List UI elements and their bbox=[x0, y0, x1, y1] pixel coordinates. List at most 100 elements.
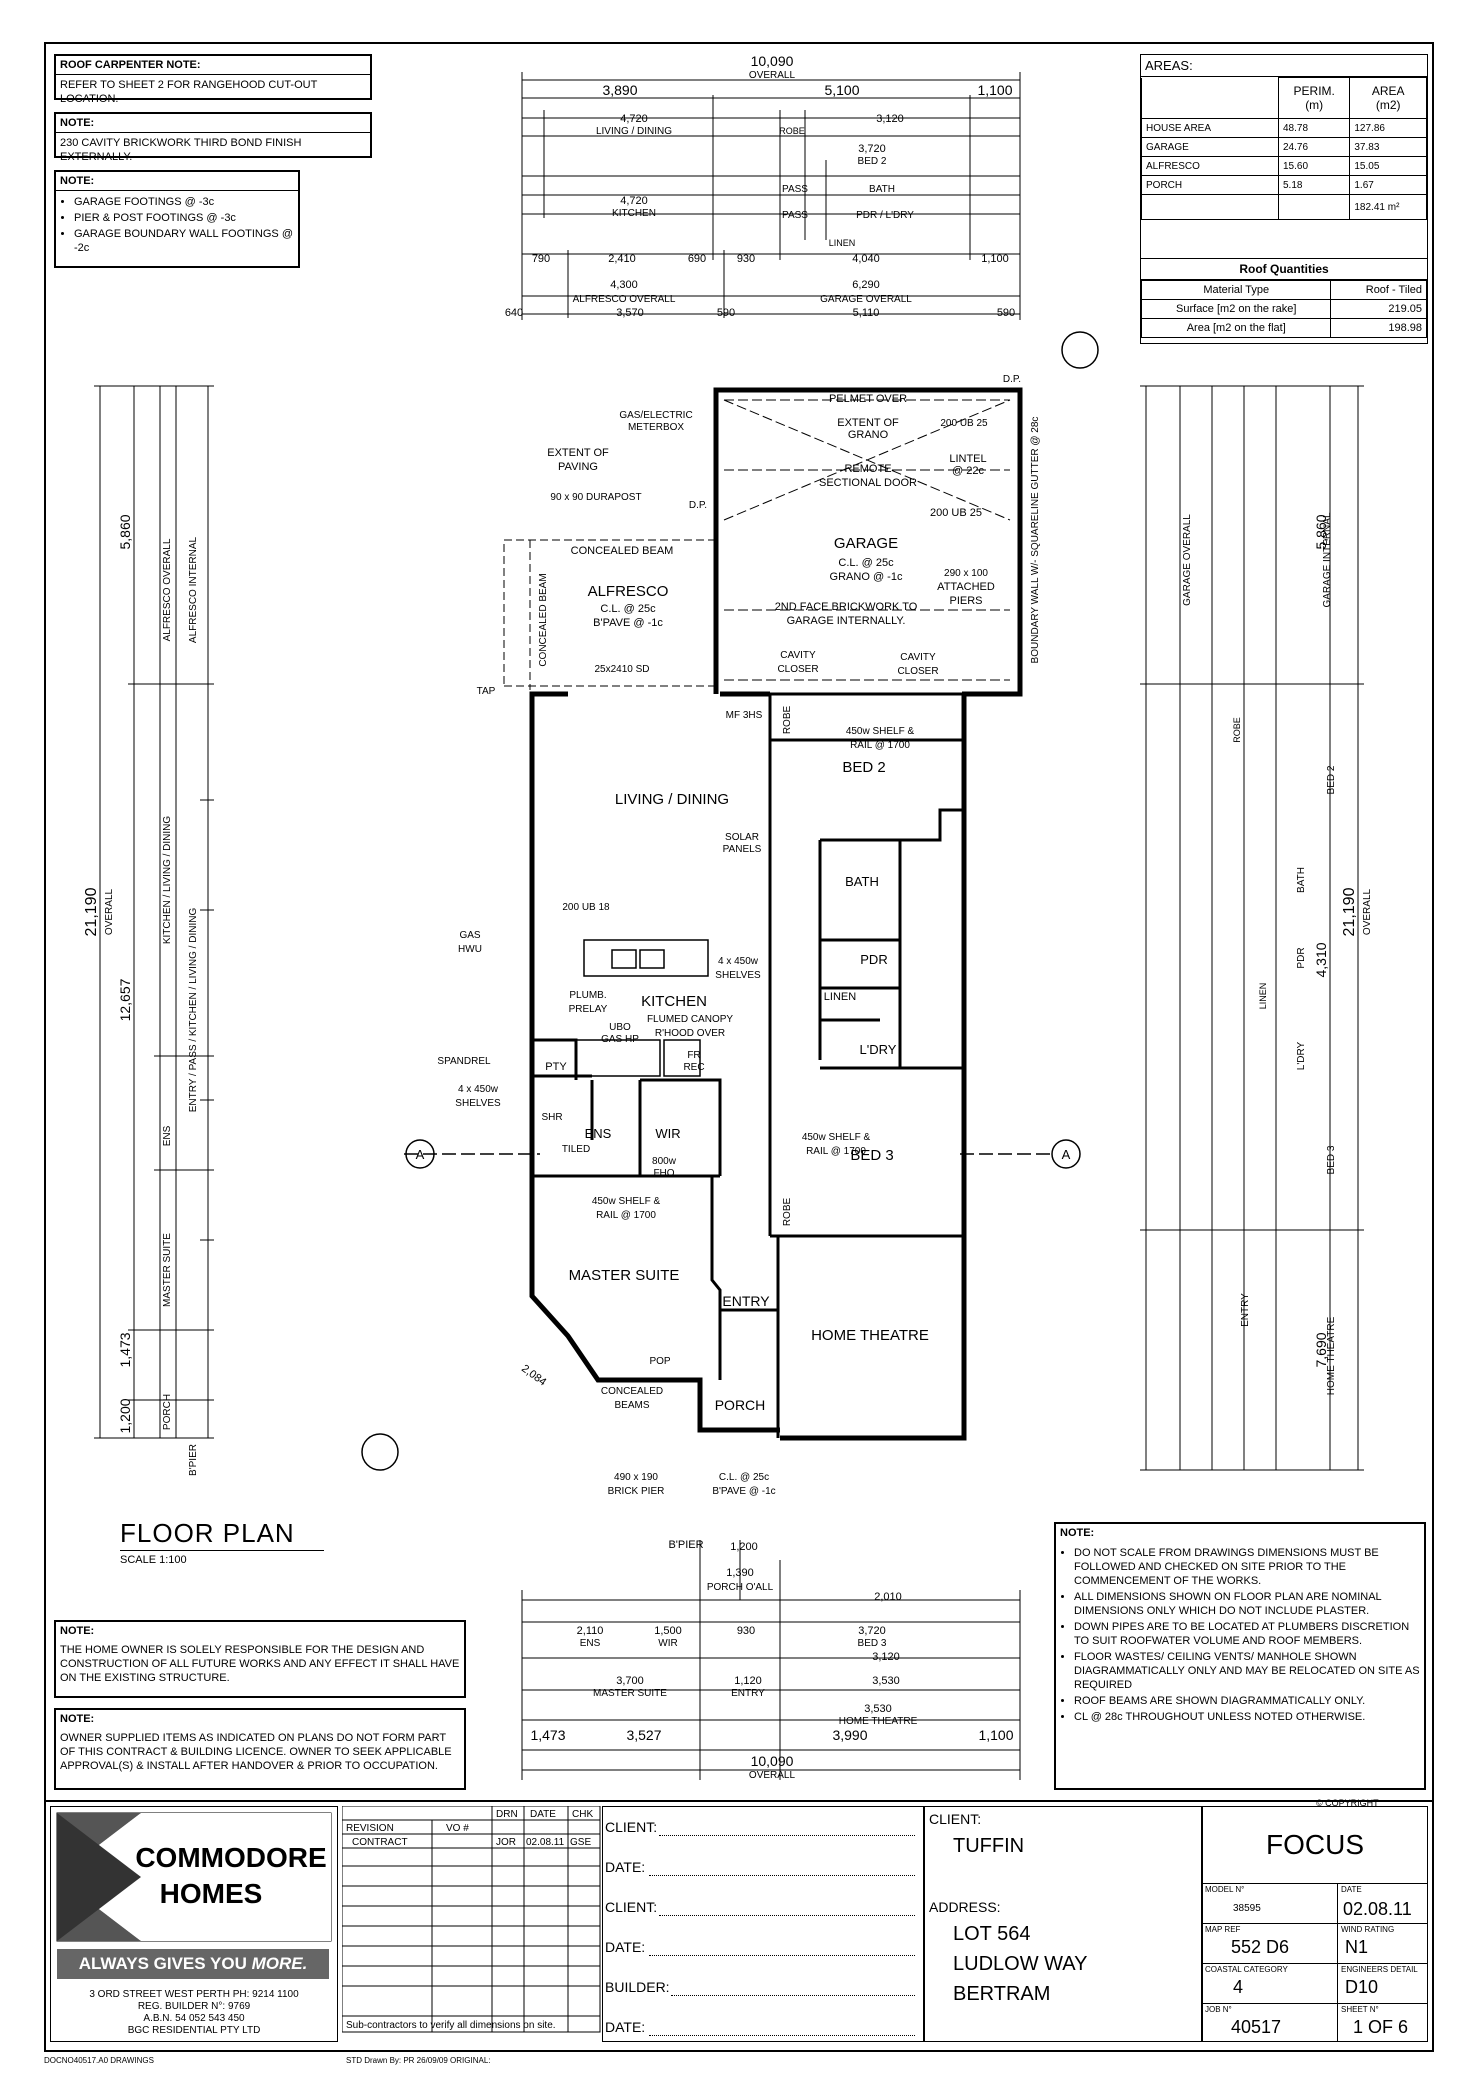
floor-plan-title: FLOOR PLAN bbox=[120, 1518, 295, 1548]
svg-text:PAVING: PAVING bbox=[558, 461, 598, 473]
svg-text:490 x 190: 490 x 190 bbox=[614, 1472, 658, 1483]
svg-text:4,300: 4,300 bbox=[610, 279, 638, 291]
note-title: NOTE: bbox=[60, 1625, 95, 1637]
perim-header: PERIM. bbox=[1293, 84, 1335, 98]
svg-text:BED 2: BED 2 bbox=[842, 759, 885, 776]
svg-text:7,690: 7,690 bbox=[1313, 1332, 1329, 1367]
left-dimensions bbox=[94, 385, 214, 1439]
address-line: BERTRAM bbox=[953, 1983, 1051, 2005]
svg-text:OVERALL: OVERALL bbox=[749, 1770, 796, 1781]
svg-text:@ 22c: @ 22c bbox=[952, 465, 984, 477]
general-notes: NOTE: DO NOT SCALE FROM DRAWINGS DIMENSI… bbox=[1054, 1522, 1426, 1790]
svg-text:GAS: GAS bbox=[459, 930, 480, 941]
copyright-label: © COPYRIGHT bbox=[1316, 1798, 1379, 1808]
svg-text:B'PAVE @ -1c: B'PAVE @ -1c bbox=[593, 617, 663, 629]
svg-text:LIVING / DINING: LIVING / DINING bbox=[615, 791, 729, 808]
note-title: NOTE: bbox=[56, 172, 298, 191]
svg-text:B'PIER: B'PIER bbox=[188, 1444, 199, 1476]
svg-text:450w SHELF &: 450w SHELF & bbox=[802, 1132, 871, 1143]
sheet-border bbox=[44, 42, 1434, 2052]
svg-text:3,720: 3,720 bbox=[858, 1625, 886, 1637]
svg-text:OVERALL: OVERALL bbox=[749, 70, 796, 81]
commodore-logo-icon: COMMODORE HOMES bbox=[56, 1812, 332, 1942]
svg-text:BEAMS: BEAMS bbox=[614, 1400, 649, 1411]
svg-text:3,527: 3,527 bbox=[626, 1727, 661, 1743]
job-number: 40517 bbox=[1231, 2017, 1282, 2037]
svg-text:12,657: 12,657 bbox=[117, 978, 133, 1021]
engineers-detail-label: ENGINEERS DETAIL bbox=[1341, 1965, 1418, 1974]
svg-text:MASTER SUITE: MASTER SUITE bbox=[593, 1688, 667, 1699]
svg-text:D.P.: D.P. bbox=[1003, 374, 1021, 385]
svg-text:ROBE: ROBE bbox=[779, 126, 805, 136]
svg-text:1,120: 1,120 bbox=[734, 1675, 762, 1687]
svg-text:1,473: 1,473 bbox=[117, 1332, 133, 1367]
note-item: GARAGE BOUNDARY WALL FOOTINGS @ -2c bbox=[74, 227, 294, 255]
svg-text:A: A bbox=[1062, 1147, 1071, 1162]
address-line: LOT 564 bbox=[953, 1923, 1031, 1945]
sheet-number-label: SHEET N° bbox=[1341, 2005, 1379, 2014]
svg-text:GARAGE INTERNAL: GARAGE INTERNAL bbox=[1322, 512, 1333, 607]
note-title: NOTE: bbox=[60, 1713, 95, 1725]
svg-text:ROBE: ROBE bbox=[1232, 717, 1242, 743]
svg-text:LIVING / DINING: LIVING / DINING bbox=[596, 126, 672, 137]
garage-dash-lines bbox=[723, 399, 1011, 681]
footer-drawn-by: STD Drawn By: PR 26/09/09 ORIGINAL: bbox=[346, 2056, 491, 2065]
svg-text:BRICK PIER: BRICK PIER bbox=[608, 1486, 665, 1497]
svg-text:OVERALL: OVERALL bbox=[1362, 888, 1373, 935]
svg-text:DATE: DATE bbox=[530, 1809, 556, 1820]
client-label: CLIENT: bbox=[929, 1811, 982, 1827]
model-number: 38595 bbox=[1233, 1903, 1261, 1914]
svg-text:2,110: 2,110 bbox=[577, 1625, 604, 1637]
svg-text:ALFRESCO OVERALL: ALFRESCO OVERALL bbox=[162, 538, 173, 641]
svg-text:4,310: 4,310 bbox=[1313, 942, 1329, 977]
svg-text:ENS: ENS bbox=[580, 1638, 601, 1649]
svg-text:SPANDREL: SPANDREL bbox=[437, 1056, 491, 1067]
top-dim-text: 10,090 OVERALL 3,890 5,100 1,100 4,720 L… bbox=[505, 53, 1015, 319]
interior-walls bbox=[530, 692, 964, 1438]
svg-text:GSE: GSE bbox=[570, 1837, 591, 1848]
svg-text:1,100: 1,100 bbox=[981, 253, 1009, 265]
svg-text:3,120: 3,120 bbox=[872, 1651, 900, 1663]
svg-text:2ND FACE BRICKWORK TO: 2ND FACE BRICKWORK TO bbox=[775, 601, 918, 613]
svg-text:ROBE: ROBE bbox=[782, 706, 793, 735]
client-signature-label: CLIENT: bbox=[605, 1899, 658, 1915]
svg-text:ALFRESCO: ALFRESCO bbox=[588, 583, 669, 600]
svg-text:EXTENT OF: EXTENT OF bbox=[837, 417, 899, 429]
svg-text:3,890: 3,890 bbox=[602, 82, 637, 98]
svg-text:1,390: 1,390 bbox=[726, 1567, 754, 1579]
svg-text:200 UB 25: 200 UB 25 bbox=[930, 507, 982, 519]
svg-text:ENTRY / PASS / KITCHEN / LIVIN: ENTRY / PASS / KITCHEN / LIVING / DINING bbox=[188, 908, 199, 1113]
svg-text:GARAGE OVERALL: GARAGE OVERALL bbox=[820, 294, 912, 305]
note-text: OWNER SUPPLIED ITEMS AS INDICATED ON PLA… bbox=[60, 1732, 452, 1772]
table-row: Area [m2 on the flat]198.98 bbox=[1140, 318, 1427, 338]
svg-text:SECTIONAL DOOR: SECTIONAL DOOR bbox=[819, 477, 917, 489]
client-name: TUFFIN bbox=[953, 1835, 1025, 1857]
svg-text:VO #: VO # bbox=[446, 1823, 469, 1834]
svg-text:10,090: 10,090 bbox=[751, 53, 794, 69]
wind-rating: N1 bbox=[1345, 1937, 1369, 1957]
svg-text:4 x 450w: 4 x 450w bbox=[458, 1084, 499, 1095]
svg-text:ENS: ENS bbox=[585, 1126, 612, 1141]
areas-total: 182.41 m² bbox=[1349, 194, 1427, 220]
company-logo-panel: COMMODORE HOMES ALWAYS GIVES YOU MORE. 3… bbox=[50, 1806, 338, 2042]
svg-text:PORCH: PORCH bbox=[162, 1394, 173, 1430]
perim-unit: (m) bbox=[1305, 98, 1324, 112]
map-ref-label: MAP REF bbox=[1205, 1925, 1241, 1934]
area-unit: (m2) bbox=[1375, 98, 1401, 112]
svg-text:690: 690 bbox=[688, 253, 706, 265]
svg-text:KITCHEN: KITCHEN bbox=[641, 993, 707, 1010]
client-address-panel: CLIENT: TUFFIN ADDRESS: LOT 564 LUDLOW W… bbox=[924, 1806, 1202, 2042]
svg-text:WIR: WIR bbox=[658, 1638, 677, 1649]
svg-text:1,200: 1,200 bbox=[730, 1541, 758, 1553]
svg-text:BED 2: BED 2 bbox=[858, 156, 887, 167]
svg-text:GAS/ELECTRIC: GAS/ELECTRIC bbox=[619, 410, 692, 421]
note-title: NOTE: bbox=[1060, 1527, 1095, 1539]
design-info-panel: FOCUS MODEL N° 38595 DATE 02.08.11 MAP R… bbox=[1202, 1806, 1428, 2042]
note-item: ROOF BEAMS ARE SHOWN DIAGRAMMATICALLY ON… bbox=[1074, 1694, 1420, 1708]
note-text: 230 CAVITY BRICKWORK THIRD BOND FINISH E… bbox=[60, 137, 302, 163]
svg-text:BOUNDARY WALL W/- SQUARELINE G: BOUNDARY WALL W/- SQUARELINE GUTTER @ 28… bbox=[1030, 417, 1041, 664]
svg-text:3,700: 3,700 bbox=[616, 1675, 644, 1687]
svg-text:ENTRY: ENTRY bbox=[1240, 1293, 1251, 1327]
